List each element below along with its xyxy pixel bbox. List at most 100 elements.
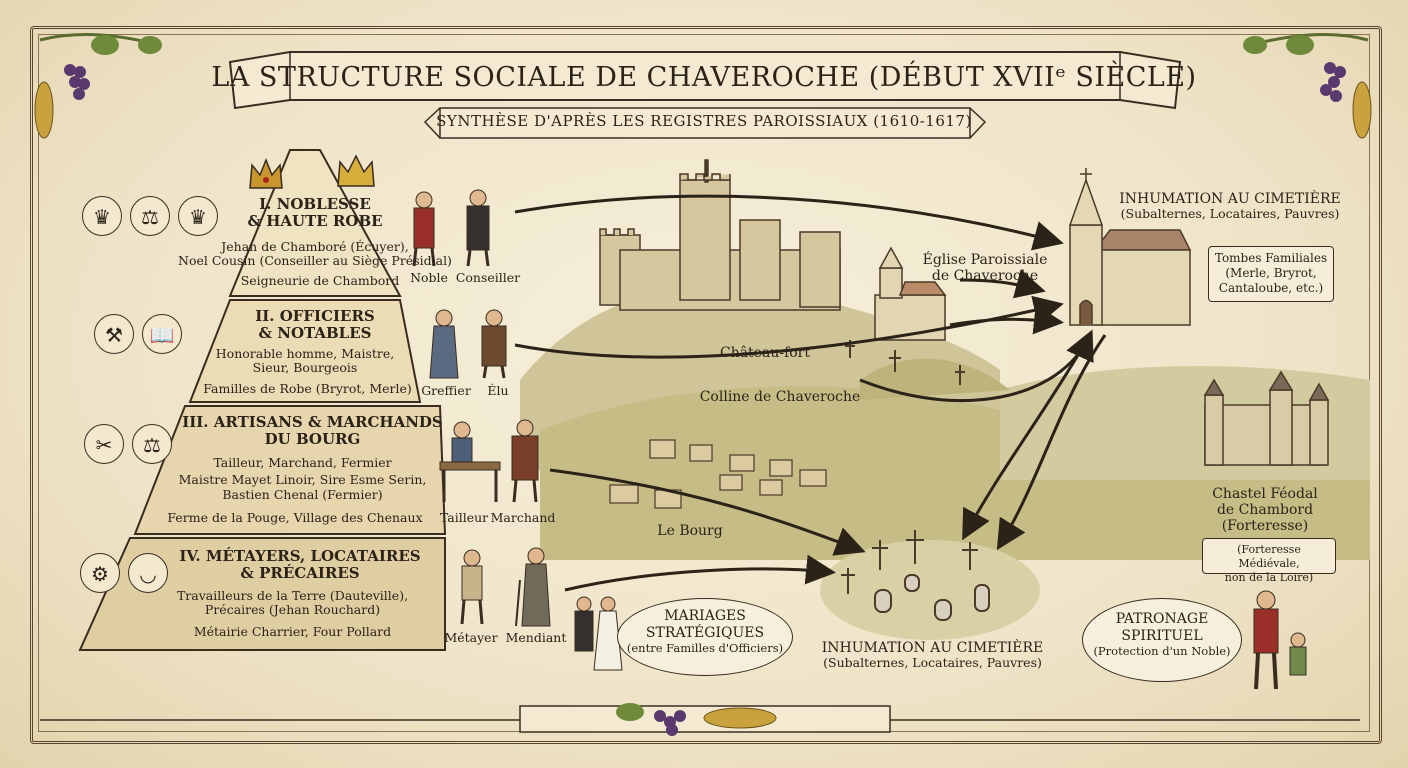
tier-1-shape	[228, 149, 402, 297]
patronage-sub: (Protection d'un Noble)	[1093, 643, 1231, 658]
tier-4-text: IV. MÉTAYERS, LOCATAIRES & PRÉCAIRES	[165, 547, 435, 583]
page-title: LA STRUCTURE SOCIALE DE CHAVEROCHE (DÉBU…	[211, 62, 1197, 93]
burial-bottom-sub: (Subalternes, Locataires, Pauvres)	[823, 655, 1042, 671]
tier-1-text: I. NOBLESSE & HAUTE ROBE	[200, 195, 430, 231]
tier-3-members: Tailleur, Marchand, Fermier Maistre Maye…	[170, 455, 435, 502]
tier-4-title-line-1: IV. MÉTAYERS, LOCATAIRES	[179, 547, 421, 565]
label-chastel-line-1: Chastel Féodal	[1212, 486, 1318, 502]
tier-4-members: Travailleurs de la Terre (Dauteville), P…	[150, 588, 435, 618]
social-pyramid	[78, 149, 447, 651]
tier-4-member-line-2: Précaires (Jehan Rouchard)	[204, 602, 381, 618]
figure-conseiller	[466, 189, 490, 267]
tier-4-estate: Métairie Charrier, Four Pollard	[193, 624, 392, 639]
tier-3-title-line-1: III. ARTISANS & MARCHANDS	[182, 413, 443, 431]
tier-2-text: II. OFFICIERS & NOTABLES	[215, 307, 415, 343]
label-chastel-line-2: de Chambord	[1216, 502, 1314, 519]
bottom-scroll	[40, 703, 1360, 736]
figure-patron	[1253, 590, 1307, 690]
label-colline: Colline de Chaveroche	[699, 389, 861, 405]
tier-1-title-line-1: I. NOBLESSE	[259, 195, 371, 213]
chastel-drawing	[1203, 370, 1330, 466]
figure-label-mendiant: Mendiant	[505, 630, 567, 645]
village-drawing	[609, 439, 827, 509]
mariages-title-line-2: STRATÉGIQUES	[645, 624, 765, 641]
mariages-oval: MARIAGES STRATÉGIQUES (entre Familles d'…	[617, 598, 793, 676]
label-eglise-line-2: de Chaveroche	[931, 268, 1039, 285]
burial-top-sub: (Subalternes, Locataires, Pauvres)	[1120, 206, 1340, 222]
burial-top-title: INHUMATION AU CIMETIÈRE	[1119, 191, 1341, 207]
burial-bottom-text: INHUMATION AU CIMETIÈRE (Subalternes, Lo…	[800, 640, 1065, 670]
crown-icon	[249, 157, 283, 189]
tier-2-member-line-2: Sieur, Bourgeois	[252, 360, 358, 376]
figure-label-tailleur: Tailleur	[439, 510, 489, 525]
tier-3-shape	[133, 405, 447, 535]
church-drawing	[1068, 168, 1192, 326]
label-chastel: Chastel Féodal de Chambord (Forteresse)	[1195, 486, 1335, 534]
tier-4-member-line-1: Travailleurs de la Terre (Dauteville),	[176, 588, 409, 603]
plough-icon: ⚙	[80, 553, 120, 593]
tier-4-shape	[78, 537, 446, 651]
figure-metayer	[460, 549, 484, 625]
label-chastel-line-3: (Forteresse)	[1221, 518, 1309, 535]
gavel-icon: ⚒	[94, 314, 134, 354]
eglise-drawing	[874, 246, 947, 341]
patronage-title-line-1: PATRONAGE	[1115, 611, 1209, 627]
figure-label-metayer: Métayer	[444, 630, 498, 645]
tombs-box: Tombes Familiales (Merle, Bryrot, Cantal…	[1208, 246, 1334, 302]
figure-label-greffier: Greffier	[421, 383, 471, 398]
vine-ornament-right	[1243, 33, 1372, 139]
tier-3-member-line-2: Maistre Mayet Linoir, Sire Esme Serin,	[178, 472, 427, 488]
tier-1-member-line-2: Noel Cousin (Conseiller au Siège Présidi…	[178, 253, 452, 269]
tombs-line-3: Cantaloube, etc.)	[1218, 281, 1324, 295]
tier-3-title-line-2: DU BOURG	[264, 430, 361, 449]
page-subtitle: SYNTHÈSE D'APRÈS LES REGISTRES PAROISSIA…	[436, 112, 972, 130]
tier-1-estate: Seigneurie de Chambord	[240, 273, 400, 288]
tier-2-member-line-1: Honorable homme, Maistre,	[215, 346, 395, 361]
figure-label-noble: Noble	[410, 270, 448, 285]
book-icon: 📖	[142, 314, 182, 354]
cemetery-ground	[820, 540, 1040, 640]
tier-1-members: Jehan de Chamboré (Écuyer), Noel Cousin …	[150, 239, 480, 269]
label-bourg: Le Bourg	[657, 523, 723, 539]
figure-label-marchand: Marchand	[490, 510, 556, 525]
title-banner	[228, 51, 1182, 139]
tier-1-member-line-1: Jehan de Chamboré (Écuyer),	[221, 239, 409, 254]
tier-3-text: III. ARTISANS & MARCHANDS DU BOURG	[180, 413, 445, 449]
patronage-oval: PATRONAGE SPIRITUEL (Protection d'un Nob…	[1082, 598, 1242, 682]
burial-top-text: INHUMATION AU CIMETIÈRE (Subalternes, Lo…	[1105, 191, 1355, 221]
outer-border	[30, 26, 1382, 744]
figure-noble	[412, 191, 436, 267]
chastel-note-line-2: non de la Loire)	[1224, 570, 1314, 584]
scales-icon: ⚖	[132, 424, 172, 464]
figure-tailleur	[439, 421, 501, 502]
mariages-title-line-1: MARIAGES	[664, 608, 746, 624]
tombs-line-2: (Merle, Bryrot,	[1225, 266, 1317, 280]
tier-2-members: Honorable homme, Maistre, Sieur, Bourgeo…	[195, 346, 415, 376]
tier-3-estate: Ferme de la Pouge, Village des Chenaux	[167, 510, 423, 525]
burial-bottom-title: INHUMATION AU CIMETIÈRE	[821, 640, 1044, 656]
figure-mendiant	[515, 547, 551, 627]
figure-couple	[574, 596, 623, 671]
vine-ornament-left	[34, 33, 162, 139]
chateau-fort-drawing	[599, 159, 841, 311]
figure-label-elu: Élu	[487, 383, 509, 398]
chastel-note-box: (Forteresse Médiévale, non de la Loire)	[1202, 538, 1336, 584]
crown-icon: ♛	[178, 196, 218, 236]
tier-2-title-line-1: II. OFFICIERS	[255, 307, 375, 325]
figure-elu	[481, 309, 507, 379]
flow-arrows	[514, 194, 1107, 592]
tier-2-shape	[188, 299, 422, 403]
label-eglise: Église Paroissiale de Chaveroche	[900, 252, 1070, 284]
figure-greffier	[429, 309, 459, 379]
patronage-title-line-2: SPIRITUEL	[1121, 627, 1203, 644]
tier-3-member-line-1: Tailleur, Marchand, Fermier	[213, 455, 392, 470]
figure-label-conseiller: Conseiller	[455, 270, 521, 285]
tier-2-estate: Familles de Robe (Bryrot, Merle)	[203, 381, 412, 396]
crown-icon: ♛	[82, 196, 122, 236]
mariages-sub: (entre Familles d'Officiers)	[626, 640, 784, 655]
tombs-line-1: Tombes Familiales	[1214, 251, 1328, 265]
tier-4-title-line-2: & PRÉCAIRES	[240, 564, 360, 583]
tier-3-member-line-3: Bastien Chenal (Fermier)	[222, 486, 383, 502]
bowl-icon: ◡	[128, 553, 168, 593]
